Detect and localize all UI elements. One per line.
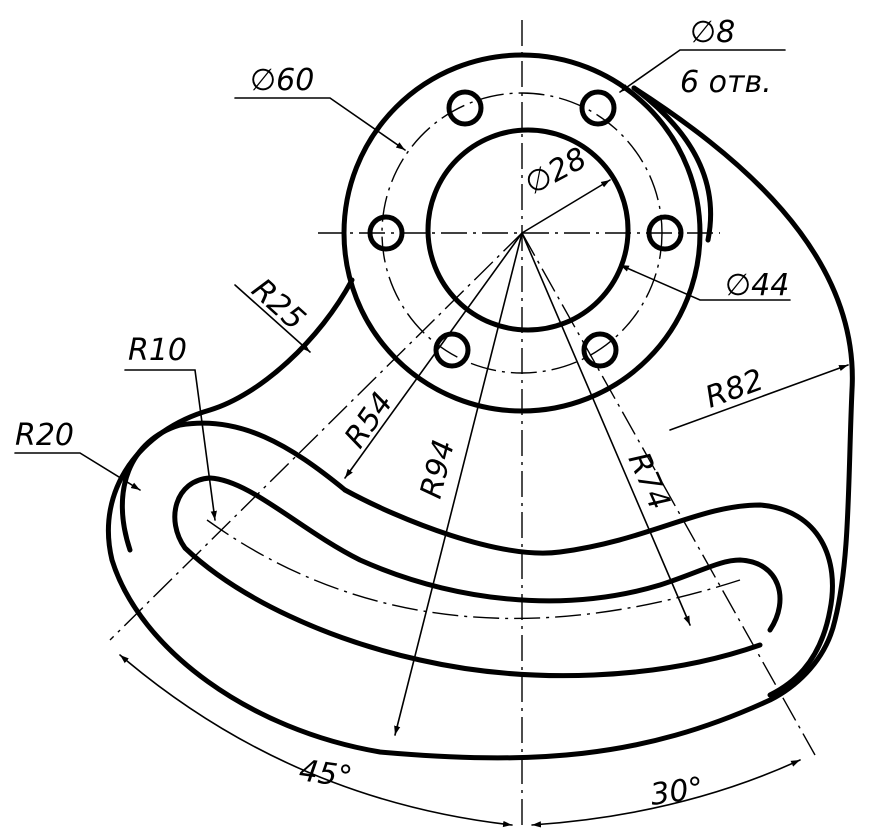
slot-left-axis [109, 232, 523, 641]
bore-and-holes [367, 89, 684, 374]
r10-leader [124, 369, 217, 521]
angle-45-arc [119, 654, 513, 828]
slot-outer-lower [119, 420, 348, 553]
label-d8: ∅8 [690, 15, 735, 50]
slot-outer-upper [342, 487, 835, 698]
d60-leader [234, 97, 406, 151]
slot-inner-bottom [172, 475, 763, 679]
r20-leader [14, 452, 141, 491]
arc-slot [172, 475, 783, 679]
label-a45: 45° [297, 753, 355, 795]
d28-leader [521, 179, 611, 234]
inner-profile [631, 85, 714, 243]
label-r82: R82 [701, 362, 768, 415]
label-r25: R25 [245, 272, 312, 338]
hole-4 [646, 214, 684, 252]
angle-30-arc [531, 759, 801, 828]
r25-leader [234, 284, 311, 353]
label-d60: ∅60 [250, 63, 314, 98]
label-r54: R54 [338, 386, 401, 454]
label-r10: R10 [128, 333, 187, 368]
hole-5 [433, 331, 471, 369]
hole-1 [446, 89, 484, 127]
label-a30: 30° [648, 771, 706, 813]
hole-6 [581, 331, 619, 369]
r54-leader [344, 232, 523, 479]
dimension-lines [14, 49, 849, 828]
label-d44: ∅44 [725, 268, 789, 303]
label-r94: R94 [414, 436, 462, 502]
label-holes: 6 отв. [680, 65, 772, 100]
label-r20: R20 [15, 418, 74, 453]
hole-2 [579, 89, 617, 127]
slot-center-arc [206, 519, 741, 620]
r82-leader [669, 364, 849, 431]
bore-circle [425, 127, 631, 333]
flange-circle-d60 [341, 52, 703, 414]
outer-contour [105, 52, 855, 761]
hole-3 [367, 214, 405, 252]
r94-leader [394, 232, 523, 736]
r74-leader [521, 232, 691, 626]
hole-pitch-circle [381, 92, 663, 374]
d44-leader [619, 264, 791, 301]
slot-inner-top [207, 475, 783, 633]
label-d28: ∅28 [519, 141, 592, 202]
d8-leader [619, 49, 786, 93]
